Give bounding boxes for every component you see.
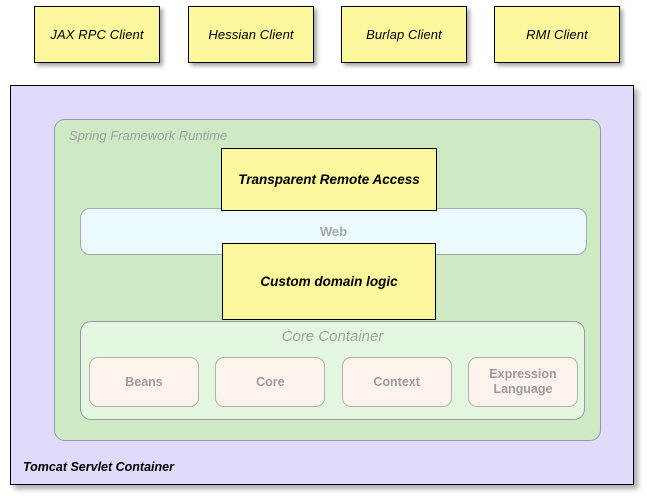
- core-module-label: Beans: [125, 374, 163, 389]
- client-box-hessian[interactable]: Hessian Client: [188, 6, 314, 63]
- core-module-beans[interactable]: Beans: [89, 357, 199, 407]
- spring-framework-runtime-label: Spring Framework Runtime: [69, 128, 228, 143]
- transparent-remote-access-box[interactable]: Transparent Remote Access: [221, 148, 437, 211]
- custom-domain-logic-box[interactable]: Custom domain logic: [222, 243, 436, 320]
- client-box-burlap[interactable]: Burlap Client: [341, 6, 467, 63]
- client-label: JAX RPC Client: [50, 27, 144, 42]
- client-box-rmi[interactable]: RMI Client: [494, 6, 620, 63]
- client-box-jax-rpc[interactable]: JAX RPC Client: [34, 6, 160, 63]
- core-module-core[interactable]: Core: [215, 357, 326, 407]
- core-container-label: Core Container: [281, 328, 384, 345]
- client-label: RMI Client: [526, 27, 588, 42]
- overlay-label: Transparent Remote Access: [238, 172, 420, 187]
- core-container: Core Container Beans Core Context Expres…: [80, 321, 585, 420]
- core-module-label: Core: [256, 374, 285, 389]
- overlay-label: Custom domain logic: [260, 274, 398, 289]
- tomcat-servlet-container-label: Tomcat Servlet Container: [23, 460, 174, 474]
- web-layer-label: Web: [319, 224, 348, 239]
- core-module-label: Context: [373, 374, 420, 389]
- client-row: JAX RPC Client Hessian Client Burlap Cli…: [0, 0, 647, 80]
- client-label: Burlap Client: [366, 27, 442, 42]
- client-label: Hessian Client: [208, 27, 294, 42]
- core-module-context[interactable]: Context: [341, 357, 452, 407]
